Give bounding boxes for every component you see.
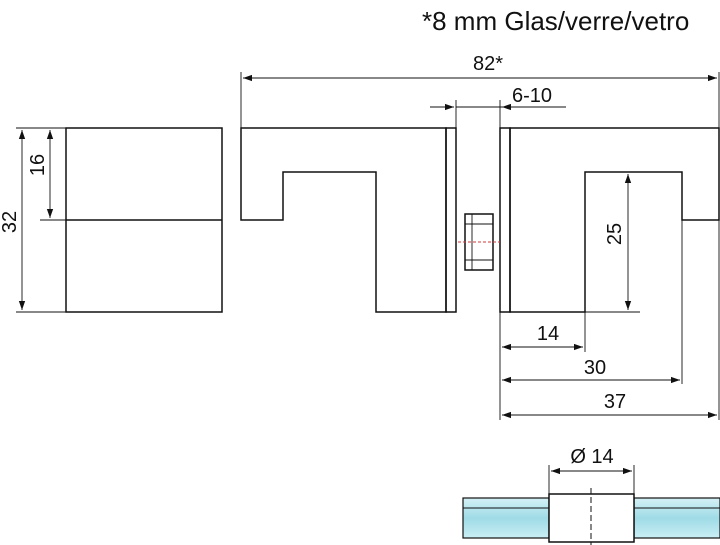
dim-label-14: 14 — [537, 323, 559, 345]
dim-label-82: 82* — [473, 53, 503, 75]
glass-pane-left — [462, 497, 550, 539]
front-view: 82* 6-10 25 14 30 37 — [240, 53, 720, 420]
dim-label-6-10: 6-10 — [512, 85, 552, 107]
dim-label-32: 32 — [0, 211, 21, 233]
glass-hole-detail: Ø 14 — [462, 446, 720, 545]
dim-label-16: 16 — [27, 154, 49, 176]
side-view: 32 16 — [0, 127, 223, 313]
left-clamp-plate — [445, 127, 457, 313]
glass-thickness-note: *8 mm Glas/verre/vetro — [422, 6, 689, 36]
right-clamp-plate — [499, 127, 511, 313]
right-knob-outline — [509, 127, 720, 313]
dim-label-25: 25 — [604, 223, 626, 245]
dim-label-d14: Ø 14 — [570, 446, 613, 468]
dim-label-37: 37 — [604, 391, 626, 413]
glass-pane-right — [633, 497, 720, 539]
left-knob-outline — [240, 127, 447, 313]
dim-label-30: 30 — [584, 357, 606, 379]
